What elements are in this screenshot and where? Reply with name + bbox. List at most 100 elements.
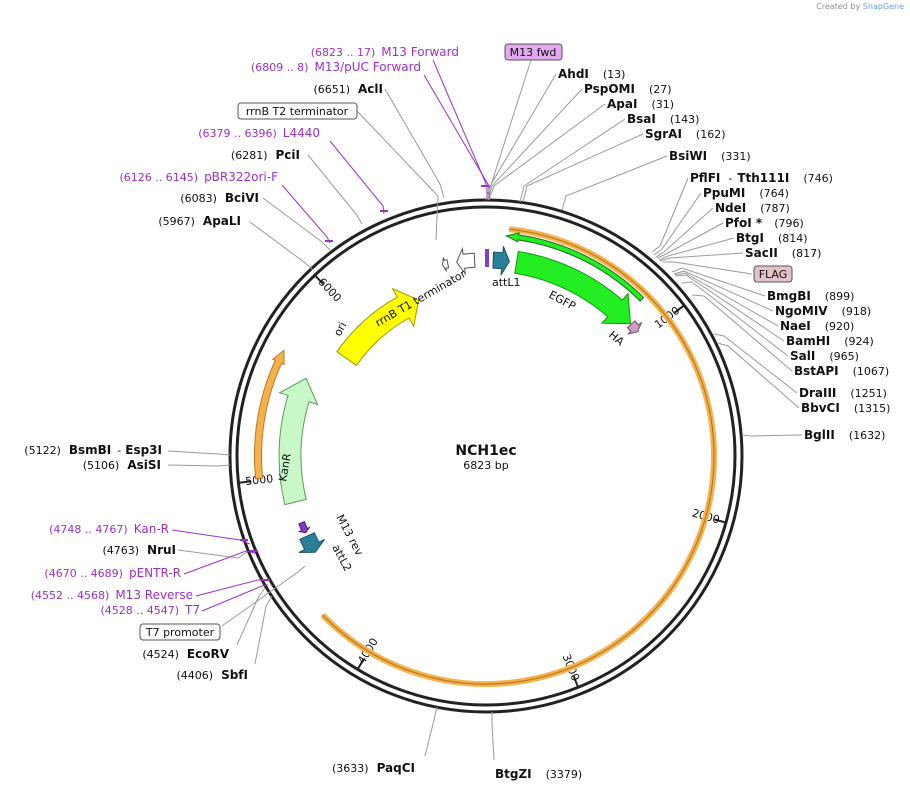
site-pcii: (6281)PciI — [231, 148, 300, 162]
leader-8 — [655, 207, 714, 258]
primer-pentr-r: (4670 .. 4689)pENTR-R — [44, 566, 181, 580]
egfp-outline-arrow — [504, 232, 645, 302]
leader-30 — [307, 154, 363, 225]
creator-credit: Created by SnapGene — [816, 2, 904, 11]
leader-32 — [356, 110, 439, 241]
site-ngomiv: NgoMIV(918) — [775, 304, 871, 318]
tick-3000 — [572, 675, 580, 688]
leader-24 — [236, 587, 266, 646]
attl1-arrow — [492, 246, 510, 276]
site-bglii: BglII(1632) — [804, 428, 885, 442]
primer-leader-7 — [201, 584, 269, 612]
tick-6000 — [314, 274, 324, 285]
primer-leader-1 — [423, 74, 490, 198]
site-bsai: BsaI(143) — [627, 112, 699, 126]
site-pflfi-tth111i: PflFI-Tth111I(746) — [690, 171, 833, 185]
primer-kan-r: (4748 .. 4767)Kan-R — [49, 522, 169, 536]
leader-28 — [249, 221, 314, 271]
leader-27 — [167, 450, 231, 456]
backbone-inner — [235, 205, 737, 707]
site-pfoi: PfoI *(796) — [725, 216, 804, 230]
leader-12 — [671, 267, 766, 297]
rrnbt2-label: rrnB T2 terminator — [246, 105, 349, 118]
credit-prefix: Created by — [816, 2, 861, 11]
leader-16 — [681, 281, 789, 357]
rrnbt2-arrow — [441, 257, 450, 272]
leader-31 — [384, 88, 445, 199]
site-bsiwi: BsiWI(331) — [669, 149, 751, 163]
site-asisi: (5106)AsiSI — [83, 458, 161, 472]
primer-pbr322ori-f: (6126 .. 6145)pBR322ori-F — [120, 170, 279, 184]
rrnbt1-arrow — [456, 246, 476, 276]
leader-29 — [262, 197, 331, 251]
site-bmgbi: BmgBI(899) — [767, 289, 854, 303]
kanr-arrow — [278, 377, 319, 506]
site-naei: NaeI(920) — [780, 319, 854, 333]
leader-11 — [659, 252, 744, 262]
leader-22 — [424, 706, 438, 757]
leader-15 — [675, 274, 785, 342]
kanr-label: KanR — [276, 452, 294, 483]
flag-label: FLAG — [759, 268, 788, 281]
rrnbt2-box — [237, 102, 358, 120]
tick-1000 — [674, 304, 685, 314]
primer-m13puc-forward: (6809 .. 8)M13/pUC Forward — [251, 60, 421, 74]
tick-label-6000: 6000 — [315, 275, 344, 304]
site-sbfi: (4406)SbfI — [177, 668, 249, 682]
rrnbt1-label: rrnB T1 terminator — [373, 267, 469, 330]
leader-19 — [717, 342, 800, 409]
site-bbvci: BbvCI(1315) — [801, 401, 890, 415]
leader-13 — [673, 270, 774, 312]
primer-leader-5 — [183, 550, 256, 575]
site-apali: (5967)ApaLI — [158, 214, 241, 228]
leader-21 — [491, 712, 495, 761]
attl2-arrow — [298, 532, 326, 553]
leader-3 — [519, 118, 626, 203]
m13rev-arrow — [297, 521, 311, 534]
site-paqci: (3633)PaqCI — [332, 761, 415, 775]
orange-arc-left — [253, 349, 285, 480]
leader-7 — [653, 192, 702, 256]
site-sacii: SacII(817) — [745, 246, 821, 260]
site-bcivi: (6083)BciVI — [180, 191, 259, 205]
t7-leader — [221, 565, 306, 627]
feature-layer — [253, 226, 718, 687]
primer-m13reverse: (4552 .. 4568)M13 Reverse — [31, 588, 193, 602]
leader-5 — [561, 155, 668, 211]
m13-forward-bar — [485, 249, 489, 267]
m13fwd-label: M13 fwd — [510, 46, 557, 59]
flag-box — [753, 265, 793, 283]
leader-2 — [488, 103, 606, 201]
site-btgi: BtgI(814) — [736, 231, 808, 245]
ori-label: ori — [331, 320, 349, 339]
primer-m13forward: (6823 .. 17)M13 Forward — [311, 45, 459, 59]
site-ndei: NdeI(787) — [715, 201, 790, 215]
site-ppumi: PpuMI(764) — [703, 186, 789, 200]
site-draiii: DraIII(1251) — [799, 386, 887, 400]
leader-18 — [713, 333, 798, 394]
primer-t7: (4528 .. 4547)T7 — [100, 603, 200, 617]
credit-brand: SnapGene — [862, 2, 904, 11]
site-apai: ApaI(31) — [607, 97, 674, 111]
leader-20 — [741, 434, 803, 437]
m13fwd-box — [504, 43, 563, 61]
site-sali: SalI(965) — [790, 349, 859, 363]
t7promoter-label: T7 promoter — [145, 626, 215, 639]
leader-23 — [254, 595, 273, 665]
ori-arrow — [336, 287, 420, 367]
site-btgzi: BtgZI(3379) — [495, 767, 582, 781]
leader-9 — [656, 222, 724, 259]
orange-arc-outer — [320, 226, 718, 687]
leader-lines — [167, 59, 803, 761]
plasmid-size: 6823 bp — [463, 459, 508, 472]
ha-arrow — [626, 320, 642, 335]
primer-leader-2 — [329, 140, 385, 215]
egfp-arrow — [514, 250, 632, 325]
tick-label-5000: 5000 — [245, 472, 274, 488]
site-ecorv: (4524)EcoRV — [142, 647, 229, 661]
primer-leader-6 — [195, 579, 266, 597]
tick-2000 — [714, 518, 727, 524]
leader-17 — [691, 294, 793, 372]
